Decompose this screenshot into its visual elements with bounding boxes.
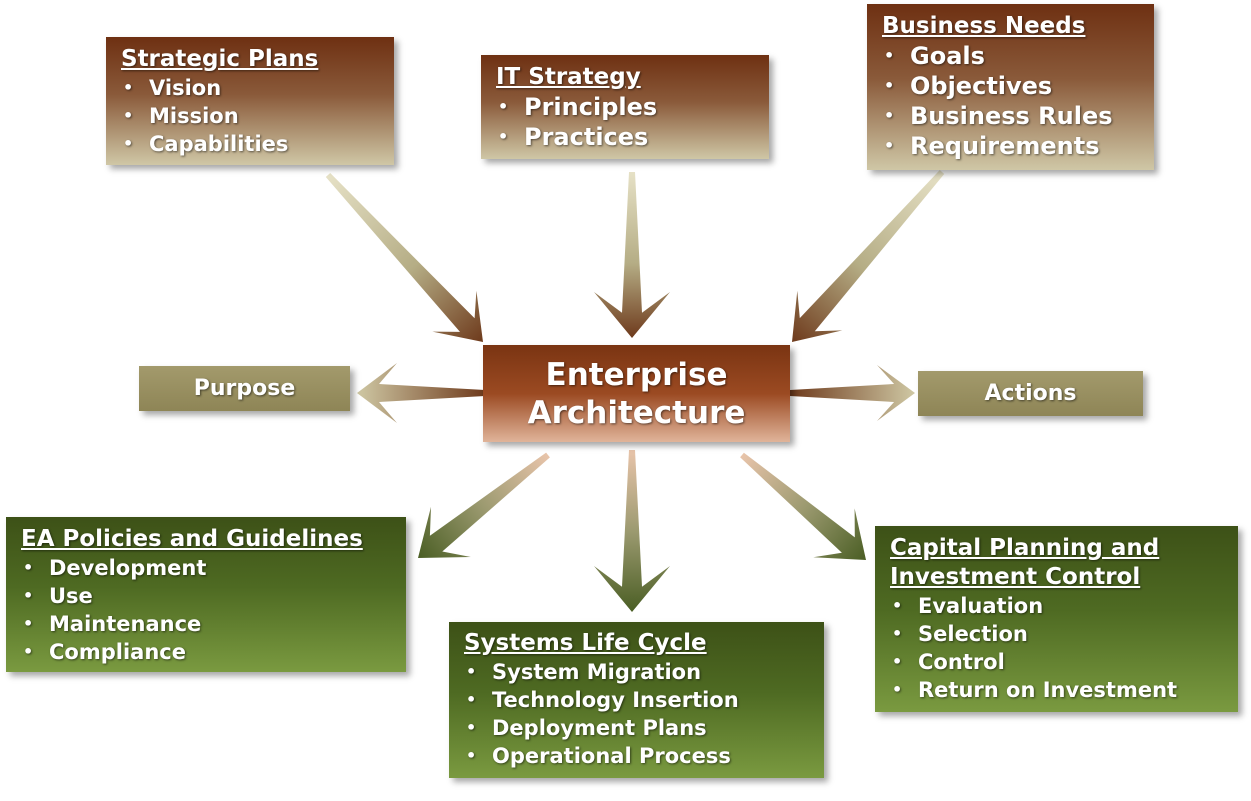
list-item: Compliance	[21, 638, 391, 666]
business-needs-list: Goals Objectives Business Rules Requirem…	[882, 41, 1139, 161]
ea-policies-list: Development Use Maintenance Compliance	[21, 554, 391, 666]
arrow-center-to-systems-life-cycle	[594, 450, 670, 612]
business-needs-title: Business Needs	[882, 13, 1086, 39]
it-strategy-box: IT Strategy Principles Practices	[481, 55, 769, 159]
list-item: Goals	[882, 41, 1139, 71]
purpose-label: Purpose	[193, 376, 296, 401]
center-title-line-2: Architecture	[527, 394, 746, 431]
it-strategy-list: Principles Practices	[496, 92, 754, 152]
list-item: Return on Investment	[890, 676, 1223, 704]
list-item: Principles	[496, 92, 754, 122]
capital-planning-title-line-2: Investment Control	[890, 564, 1141, 590]
systems-life-cycle-list: System Migration Technology Insertion De…	[464, 658, 809, 770]
arrow-center-to-purpose	[357, 363, 485, 423]
capital-planning-title-line-1: Capital Planning and	[890, 535, 1160, 561]
list-item: Maintenance	[21, 610, 391, 638]
capital-planning-box: Capital Planning and Investment Control …	[875, 526, 1238, 712]
center-title-line-1: Enterprise	[545, 356, 728, 393]
purpose-box: Purpose	[139, 366, 350, 411]
strategic-plans-box: Strategic Plans Vision Mission Capabilit…	[106, 37, 394, 165]
arrow-business-needs-to-center	[792, 170, 945, 342]
enterprise-architecture-box: Enterprise Architecture	[483, 345, 790, 442]
list-item: Development	[21, 554, 391, 582]
list-item: Operational Process	[464, 742, 809, 770]
list-item: Evaluation	[890, 592, 1223, 620]
list-item: Mission	[121, 102, 379, 130]
list-item: Use	[21, 582, 391, 610]
systems-life-cycle-box: Systems Life Cycle System Migration Tech…	[449, 622, 824, 778]
capital-planning-list: Evaluation Selection Control Return on I…	[890, 592, 1223, 704]
list-item: Practices	[496, 122, 754, 152]
list-item: Objectives	[882, 71, 1139, 101]
ea-policies-box: EA Policies and Guidelines Development U…	[6, 517, 406, 672]
arrow-center-to-capital-planning	[740, 452, 866, 560]
list-item: Requirements	[882, 131, 1139, 161]
actions-label: Actions	[984, 381, 1077, 406]
strategic-plans-title: Strategic Plans	[121, 46, 319, 72]
arrow-it-strategy-to-center	[594, 172, 670, 338]
list-item: Vision	[121, 74, 379, 102]
arrow-center-to-actions	[790, 365, 915, 421]
list-item: Control	[890, 648, 1223, 676]
ea-policies-title: EA Policies and Guidelines	[21, 526, 363, 552]
list-item: Technology Insertion	[464, 686, 809, 714]
list-item: Business Rules	[882, 101, 1139, 131]
list-item: Capabilities	[121, 130, 379, 158]
list-item: Deployment Plans	[464, 714, 809, 742]
strategic-plans-list: Vision Mission Capabilities	[121, 74, 379, 158]
it-strategy-title: IT Strategy	[496, 64, 641, 90]
actions-box: Actions	[918, 371, 1143, 416]
business-needs-box: Business Needs Goals Objectives Business…	[867, 4, 1154, 170]
arrow-strategic-plans-to-center	[325, 173, 483, 342]
list-item: System Migration	[464, 658, 809, 686]
arrow-center-to-ea-policies	[418, 452, 550, 558]
list-item: Selection	[890, 620, 1223, 648]
systems-life-cycle-title: Systems Life Cycle	[464, 630, 707, 656]
